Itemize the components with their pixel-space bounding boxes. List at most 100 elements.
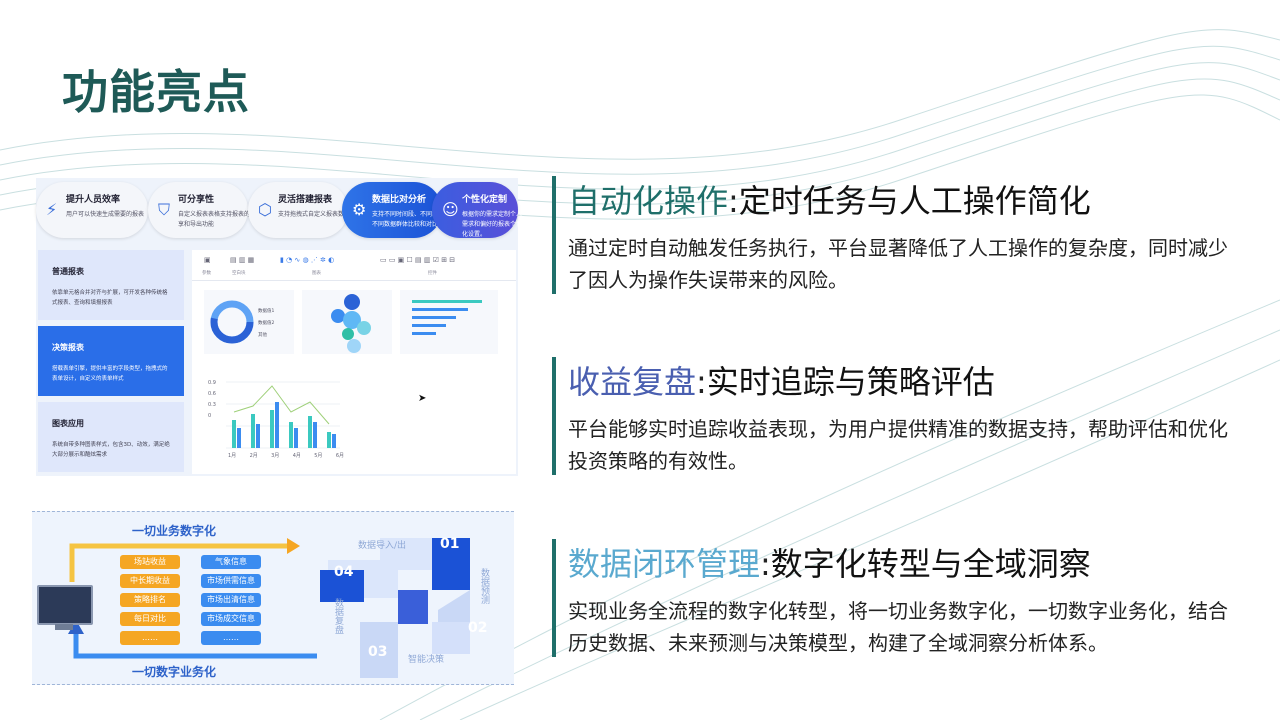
- hbar-widget: [400, 290, 498, 354]
- business-pill: 场站收益: [120, 555, 180, 569]
- y-tick-labels: 0.9 0.6 0.3 0: [208, 378, 216, 422]
- monitor-icon: [37, 585, 93, 625]
- feature-heading: 数据闭环管理:数字化转型与全域洞察: [568, 539, 1091, 585]
- feature-card-desc: 支持拖拽式自定义报表数据: [278, 211, 351, 218]
- accent-bar: [552, 539, 556, 657]
- business-pill: 每日对比: [120, 612, 180, 626]
- info-pill: 气象信息: [201, 555, 261, 569]
- feature-card: ⬡ 灵活搭建报表 支持拖拽式自定义报表数据: [248, 182, 350, 238]
- mouse-cursor-icon: ➤: [418, 393, 427, 404]
- horizontal-bar-chart: [412, 300, 482, 335]
- step-label: 数据导入/出: [358, 541, 407, 551]
- report-type-list: 普通报表 依靠单元格合并对齐与扩展，可开发各种传统格式报表、查询和填报报表 决策…: [36, 248, 186, 476]
- info-pill: 市场供需信息: [201, 574, 261, 588]
- list-item[interactable]: 图表应用 系统自带多种图表样式，包含3D、动效，满足绝大部分展示和酷炫需求: [38, 402, 184, 472]
- feature-card: ⚙ 数据比对分析 支持不同时间段、不同维度或不同数据群体比较和对比: [342, 182, 450, 238]
- donut-legend: 数据值1 数据值2 其他: [258, 306, 274, 342]
- feature-automation: 自动化操作:定时任务与人工操作简化 通过定时自动触发任务执行，平台显著降低了人工…: [552, 176, 1242, 294]
- data-loop-diagram: 一切业务数字化 一切数字业务化 场站收益 中长期收益 策略排名 每日对比 …… …: [32, 511, 514, 685]
- feature-colon: :: [760, 545, 771, 583]
- tick-label: 6月: [335, 453, 344, 459]
- feature-body: 通过定时自动触发任务执行，平台显著降低了人工操作的复杂度，同时减少了因人为操作失…: [568, 236, 1228, 292]
- combo-chart-widget: 0.9 0.6 0.3 0 1月 2月 3月 4月 5月 6月: [204, 362, 344, 466]
- tick-label: 4月: [292, 453, 301, 459]
- legend-entry: 数据值2: [258, 321, 275, 326]
- info-pill: 市场成交信息: [201, 612, 261, 626]
- step-label: 数据复盘: [333, 598, 343, 634]
- list-item-desc: 搭载表单引擎，提供丰富的字段类型，拖拽式的表单设计，自定义的表单样式: [52, 366, 168, 382]
- designer-toolbar: ▣ ▤ ▥ ▦ ▮ ◔ ∿ ◍ ⋰ ✲ ◐ ▭ ▭ ▣ ☐ ▤ ▥ ☑ ⊞ ⊟ …: [192, 250, 516, 281]
- lightning-icon: ⚡: [46, 200, 58, 219]
- shield-icon: ⛉: [158, 200, 171, 219]
- tick-label: 0.3: [208, 402, 216, 408]
- feature-card-desc: 根据你的需求定制个人需求和偏好的报表个性化设置。: [462, 211, 523, 238]
- step-number: 04: [334, 564, 354, 580]
- accent-bar: [552, 357, 556, 475]
- feature-card-title: 个性化定制: [462, 195, 508, 205]
- step-number: 01: [440, 536, 460, 552]
- block-icon[interactable]: ▤ ▥ ▦: [230, 256, 255, 264]
- cube-icon: ⬡: [258, 200, 272, 219]
- sliders-icon: ⚙: [352, 200, 367, 219]
- bubble-widget: [302, 290, 392, 354]
- info-pill: ……: [201, 631, 261, 645]
- report-features-screenshot: ⚡ 提升人员效率 用户可以快速生成需要的报表 ⛉ 可分享性 自定义报表表格支持报…: [36, 178, 522, 476]
- feature-data-loop: 数据闭环管理:数字化转型与全域洞察 实现业务全流程的数字化转型，将一切业务数字化…: [552, 539, 1242, 657]
- x-tick-labels: 1月 2月 3月 4月 5月 6月: [228, 452, 344, 459]
- step-label: 数据预测: [479, 568, 489, 604]
- feature-card: ⛉ 可分享性 自定义报表表格支持报表的分享和导出功能: [148, 182, 256, 238]
- bottom-flow-label: 一切数字业务化: [132, 665, 217, 679]
- step-label: 智能决策: [408, 655, 445, 665]
- toolbar-label: 空白块: [232, 271, 246, 276]
- control-icons[interactable]: ▭ ▭ ▣ ☐ ▤ ▥ ☑ ⊞ ⊟: [380, 256, 456, 264]
- feature-card-desc: 用户可以快速生成需要的报表: [66, 211, 145, 218]
- tick-label: 0.9: [208, 380, 216, 386]
- tick-label: 3月: [271, 453, 280, 459]
- feature-card-title: 可分享性: [178, 195, 215, 205]
- quadrant-cycle: [320, 538, 470, 678]
- list-item-desc: 系统自带多种图表样式，包含3D、动效，满足绝大部分展示和酷炫需求: [52, 442, 170, 458]
- info-pill: 市场出清信息: [201, 593, 261, 607]
- tick-label: 0: [208, 413, 212, 419]
- feature-body: 平台能够实时追踪收益表现，为用户提供精准的数据支持，帮助评估和优化投资策略的有效…: [568, 417, 1228, 473]
- list-item[interactable]: 决策报表 搭载表单引擎，提供丰富的字段类型，拖拽式的表单设计，自定义的表单样式: [38, 326, 184, 396]
- tick-label: 2月: [249, 453, 258, 459]
- page-title: 功能亮点: [62, 65, 250, 119]
- flow-arrows: [68, 538, 317, 659]
- feature-colon: :: [728, 182, 739, 220]
- users-icon: ☺: [442, 200, 459, 219]
- tick-label: 0.6: [208, 391, 216, 397]
- combo-bar-line-chart: [226, 381, 340, 449]
- feature-subtitle: 数字化转型与全域洞察: [770, 545, 1091, 583]
- feature-subtitle: 定时任务与人工操作简化: [738, 182, 1091, 220]
- feature-subtitle: 实时追踪与策略评估: [706, 363, 995, 401]
- feature-card: ☺ 个性化定制 根据你的需求定制个人需求和偏好的报表个性化设置。: [432, 182, 522, 238]
- legend-entry: 数据值1: [258, 309, 275, 314]
- tick-label: 5月: [314, 453, 323, 459]
- monitor-stand: [55, 624, 73, 630]
- chart-icons[interactable]: ▮ ◔ ∿ ◍ ⋰ ✲ ◐: [280, 256, 335, 264]
- list-item-desc: 依靠单元格合并对齐与扩展，可开发各种传统格式报表、查询和填报报表: [52, 290, 168, 306]
- list-item-title: 决策报表: [52, 343, 84, 352]
- list-item-title: 普通报表: [52, 267, 84, 276]
- legend-entry: 其他: [258, 333, 267, 338]
- feature-card-title: 数据比对分析: [372, 195, 427, 205]
- feature-card-title: 灵活搭建报表: [278, 195, 333, 205]
- toolbar-label: 图表: [312, 271, 321, 276]
- report-designer-canvas: ▣ ▤ ▥ ▦ ▮ ◔ ∿ ◍ ⋰ ✲ ◐ ▭ ▭ ▣ ☐ ▤ ▥ ☑ ⊞ ⊟ …: [192, 250, 516, 474]
- feature-card-desc: 自定义报表表格支持报表的分享和导出功能: [178, 211, 257, 228]
- feature-heading: 自动化操作:定时任务与人工操作简化: [568, 176, 1091, 222]
- feature-card-title: 提升人员效率: [66, 195, 121, 205]
- feature-card: ⚡ 提升人员效率 用户可以快速生成需要的报表: [36, 182, 148, 238]
- business-pill: ……: [120, 631, 180, 645]
- bubble-chart: [331, 294, 371, 353]
- accent-bar: [552, 176, 556, 294]
- feature-body: 实现业务全流程的数字化转型，将一切业务数字化，一切数字业务化，结合历史数据、未来…: [568, 599, 1228, 655]
- list-item[interactable]: 普通报表 依靠单元格合并对齐与扩展，可开发各种传统格式报表、查询和填报报表: [38, 250, 184, 320]
- feature-highlight: 自动化操作: [568, 182, 729, 220]
- donut-chart: [210, 300, 254, 344]
- toolbar-label: 控件: [428, 271, 437, 276]
- list-item-title: 图表应用: [52, 419, 84, 428]
- param-icon[interactable]: ▣: [204, 256, 211, 264]
- feature-highlight: 数据闭环管理: [568, 545, 761, 583]
